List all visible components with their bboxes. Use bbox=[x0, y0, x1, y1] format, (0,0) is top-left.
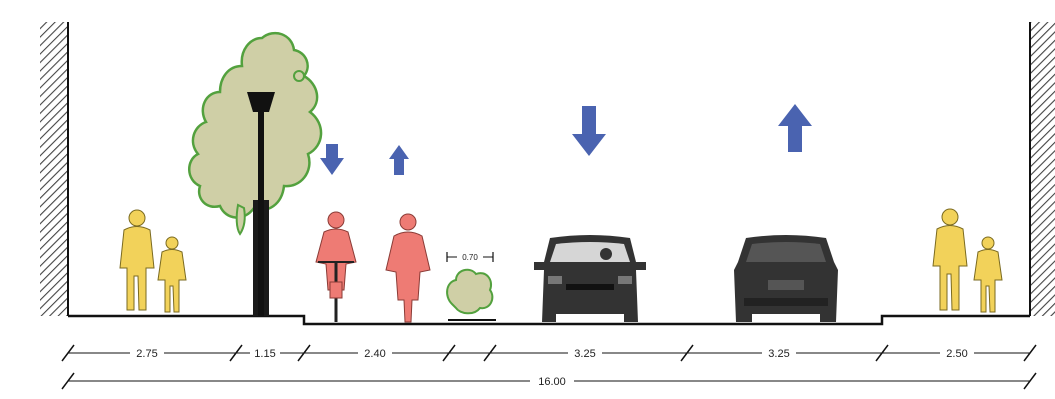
car-icon-rear bbox=[734, 235, 838, 322]
left-wall-hatch-icon bbox=[40, 22, 69, 316]
cyclist-icon bbox=[315, 211, 357, 322]
tree-icon bbox=[188, 31, 323, 316]
dimension-tick bbox=[297, 344, 311, 362]
shrub-icon bbox=[446, 268, 496, 321]
pedestrian-icon-bike-lane bbox=[385, 213, 431, 323]
dimension-label-total: 16.00 bbox=[538, 376, 566, 388]
dimension-label-tree-strip: 1.15 bbox=[254, 348, 275, 360]
dimension-tick bbox=[483, 344, 497, 362]
dimension-label-lane-1: 3.25 bbox=[574, 348, 595, 360]
pedestrian-icon-left-child bbox=[157, 236, 187, 313]
dimension-label-sidewalk-right: 2.50 bbox=[946, 348, 967, 360]
arrow-down-icon bbox=[572, 106, 606, 156]
dimension-tick bbox=[61, 344, 75, 362]
arrow-up-icon bbox=[389, 145, 409, 175]
arrow-down-icon bbox=[320, 144, 344, 175]
car-icon-front bbox=[534, 235, 646, 322]
pedestrian-icon-right-adult bbox=[932, 208, 968, 311]
dimension-label-lane-2: 3.25 bbox=[768, 348, 789, 360]
total-dimension-line: 16.00 bbox=[61, 372, 1037, 390]
dimension-label-sidewalk-left: 2.75 bbox=[136, 348, 157, 360]
street-lamp-icon bbox=[247, 92, 275, 316]
arrow-up-icon bbox=[778, 104, 812, 152]
dimension-label-bike-lane: 2.40 bbox=[364, 348, 385, 360]
dimension-tick bbox=[680, 344, 694, 362]
right-wall-hatch-icon bbox=[1029, 22, 1055, 316]
segment-dimension-line: 2.75 1.15 2.40 3.25 3.25 2.50 bbox=[61, 344, 1037, 362]
pedestrian-icon-right-child bbox=[973, 236, 1003, 313]
dimension-tick bbox=[229, 344, 243, 362]
pedestrian-icon-left-adult bbox=[119, 209, 155, 311]
planter-width-label: 0.70 bbox=[462, 253, 478, 262]
planter-dimension: 0.70 bbox=[446, 252, 494, 262]
dimension-tick bbox=[875, 344, 889, 362]
dimension-tick bbox=[1023, 344, 1037, 362]
dimension-tick bbox=[442, 344, 456, 362]
